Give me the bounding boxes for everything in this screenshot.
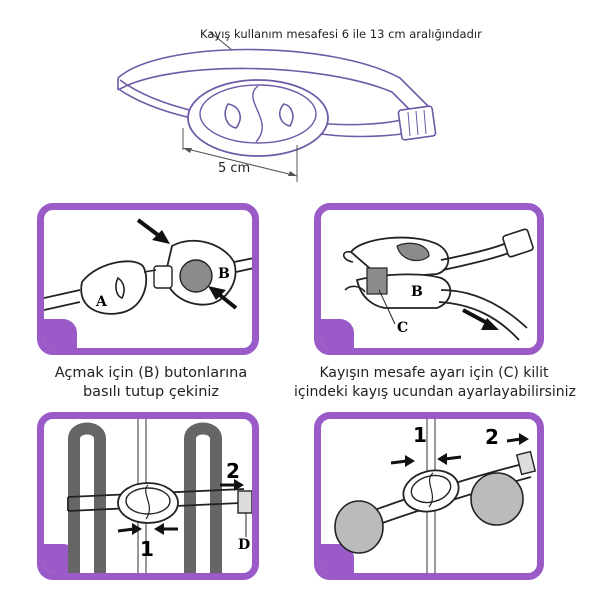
panel-corner-accent xyxy=(44,319,77,348)
panel-open-buckle: A B xyxy=(37,203,259,355)
step-1-label: 1 xyxy=(413,423,427,447)
label-a: A xyxy=(96,294,107,310)
mount-knobs-illustration xyxy=(334,419,537,573)
step-1-label: 1 xyxy=(140,537,154,561)
distance-note: Kayış kullanım mesafesi 6 ile 13 cm aral… xyxy=(200,27,482,41)
mount-handles-illustration xyxy=(67,419,252,573)
panel2-caption-line1: Kayışın mesafe ayarı için (C) kilit xyxy=(319,365,549,381)
step-2-label: 2 xyxy=(226,459,240,483)
label-d: D xyxy=(238,537,251,553)
label-c: C xyxy=(397,320,409,336)
panel-mount-handles: 2 1 D xyxy=(37,412,259,580)
step-2-label: 2 xyxy=(485,425,499,449)
panel-corner-accent xyxy=(321,319,354,348)
panel1-caption-line2: basılı tutup çekiniz xyxy=(82,384,220,400)
panel-mount-knobs: 1 2 xyxy=(314,412,544,580)
panel1-caption-line1: Açmak için (B) butonlarına xyxy=(54,365,248,381)
panel-adjust-strap: B C xyxy=(314,203,544,355)
open-buckle-illustration xyxy=(44,218,252,315)
width-dimension-label: 5 cm xyxy=(218,161,251,176)
strap-overview-illustration xyxy=(117,31,437,182)
label-b: B xyxy=(218,266,230,282)
adjust-strap-illustration xyxy=(342,228,534,341)
label-b: B xyxy=(411,284,423,300)
panel2-caption-line2: içindeki kayış ucundan ayarlayabilirsini… xyxy=(294,384,576,400)
